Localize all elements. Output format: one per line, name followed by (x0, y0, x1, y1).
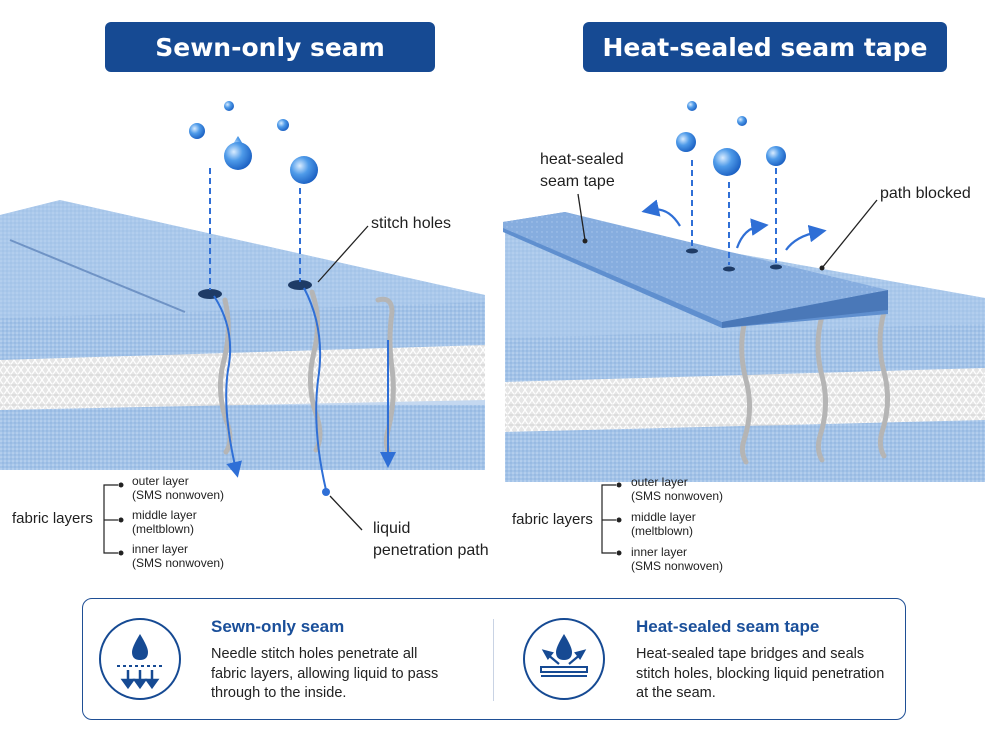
right-middle-material: (meltblown) (631, 524, 693, 538)
left-inner-layer: inner layer (132, 542, 188, 556)
left-fabric-stack (0, 200, 485, 470)
right-middle-layer: middle layer (631, 510, 696, 524)
summary-right-line-3: at the seam. (636, 685, 716, 701)
summary-left-line-2: fabric layers, allowing liquid to pass (211, 665, 439, 682)
left-layer-bracket (103, 484, 118, 554)
liquid-path-label-1: liquid (373, 520, 410, 537)
seam-tape (503, 212, 888, 328)
path-blocked-label: path blocked (880, 185, 971, 202)
left-inner-material: (SMS nonwoven) (132, 556, 224, 570)
stitch-holes-leader (317, 225, 369, 283)
summary-panel: Sewn-only seam Needle stitch holes penet… (82, 598, 906, 720)
right-layer-bracket (601, 484, 616, 554)
right-stitches (739, 309, 890, 465)
stitch-holes-label: stitch holes (371, 215, 451, 232)
summary-left-heading: Sewn-only seam (211, 617, 345, 636)
left-liquid-paths (209, 168, 396, 496)
seam-diagram: stitch holes liquid penetration path fab… (0, 101, 985, 573)
title-heat-sealed-seam-tape: Heat-sealed seam tape (583, 22, 947, 72)
summary-right-line-1: Heat-sealed tape bridges and seals (636, 646, 865, 662)
left-droplets (189, 101, 318, 184)
tape-leader (577, 193, 586, 241)
left-middle-material: (meltblown) (132, 522, 194, 536)
summary-right-body: Heat-sealed tape bridges and seals stitc… (636, 645, 898, 704)
summary-right-heading: Heat-sealed seam tape (636, 617, 820, 636)
tape-label-1: heat-sealed (540, 151, 624, 168)
summary-left-line-1: Needle stitch holes penetrate all (211, 646, 418, 662)
penetration-icon (99, 618, 181, 700)
summary-left-body: Needle stitch holes penetrate all fabric… (211, 645, 481, 704)
summary-right-line-2: stitch holes, blocking liquid penetratio… (636, 665, 885, 682)
left-middle-layer: middle layer (132, 508, 197, 522)
liquid-path-label-2: penetration path (373, 542, 489, 559)
left-fabric-layers-label: fabric layers (12, 510, 93, 527)
left-outer-layer: outer layer (132, 474, 189, 488)
summary-left-line-3: through to the inside. (211, 685, 347, 701)
right-droplets (676, 101, 786, 176)
blocked-icon (523, 618, 605, 700)
summary-divider (493, 619, 494, 701)
title-sewn-only-seam: Sewn-only seam (105, 22, 435, 72)
path-blocked-leader (821, 199, 878, 269)
right-liquid-lines (691, 160, 777, 265)
left-outer-material: (SMS nonwoven) (132, 488, 224, 502)
right-inner-layer: inner layer (631, 545, 687, 559)
liquid-path-leader (329, 495, 363, 531)
left-stitch-holes (198, 280, 312, 299)
right-sealed-holes (686, 248, 782, 272)
right-outer-material: (SMS nonwoven) (631, 489, 723, 503)
tape-label-2: seam tape (540, 173, 615, 190)
right-fabric-layers-label: fabric layers (512, 511, 593, 528)
right-outer-layer: outer layer (631, 475, 688, 489)
deflection-arrows (641, 199, 827, 251)
right-inner-material: (SMS nonwoven) (631, 559, 723, 573)
